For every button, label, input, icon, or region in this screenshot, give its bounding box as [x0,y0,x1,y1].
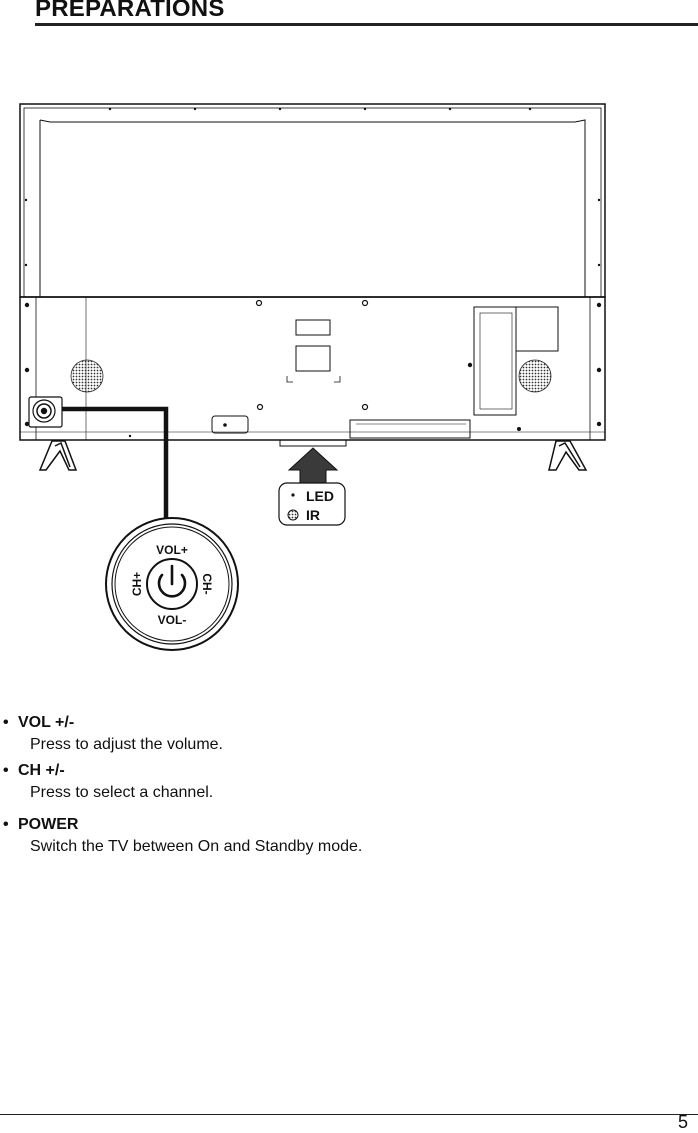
item-title: VOL +/- [18,714,75,731]
joystick-button-rear [28,396,63,428]
item-title: CH +/- [18,762,65,779]
tv-upper-panel [19,103,606,298]
ir-label: IR [306,507,320,523]
vol-down-label: VOL- [158,613,187,627]
item-title: POWER [18,816,79,833]
ch-up-label: CH+ [130,572,144,596]
ir-sensor-icon [287,509,299,521]
callout-leader-line [62,406,169,528]
item-description: Switch the TV between On and Standby mod… [30,838,363,855]
led-ir-indicator: LED IR [278,482,346,526]
vol-up-label: VOL+ [156,543,188,557]
ch-down-label: CH- [200,573,214,594]
left-speaker-grill [70,359,104,393]
page-number: 5 [677,1112,688,1132]
tv-rear-diagram: LED IR VOL+ VOL- CH+ CH- [19,103,606,651]
bullet: • [3,714,9,731]
title-rule [35,23,698,26]
right-speaker-grill [518,359,552,393]
tv-lower-panel [19,296,606,447]
page-title: PREPARATIONS [35,0,225,22]
led-dot-icon [291,493,295,497]
item-description: Press to adjust the volume. [30,736,223,753]
footer-rule [0,1114,698,1115]
right-stand-foot [548,440,588,471]
control-knob-callout: VOL+ VOL- CH+ CH- [105,517,239,651]
up-arrow-icon [287,447,339,489]
bullet: • [3,816,9,833]
power-icon [157,564,187,598]
left-stand-foot [38,440,78,471]
bullet: • [3,762,9,779]
led-label: LED [306,488,334,504]
item-description: Press to select a channel. [30,784,214,801]
